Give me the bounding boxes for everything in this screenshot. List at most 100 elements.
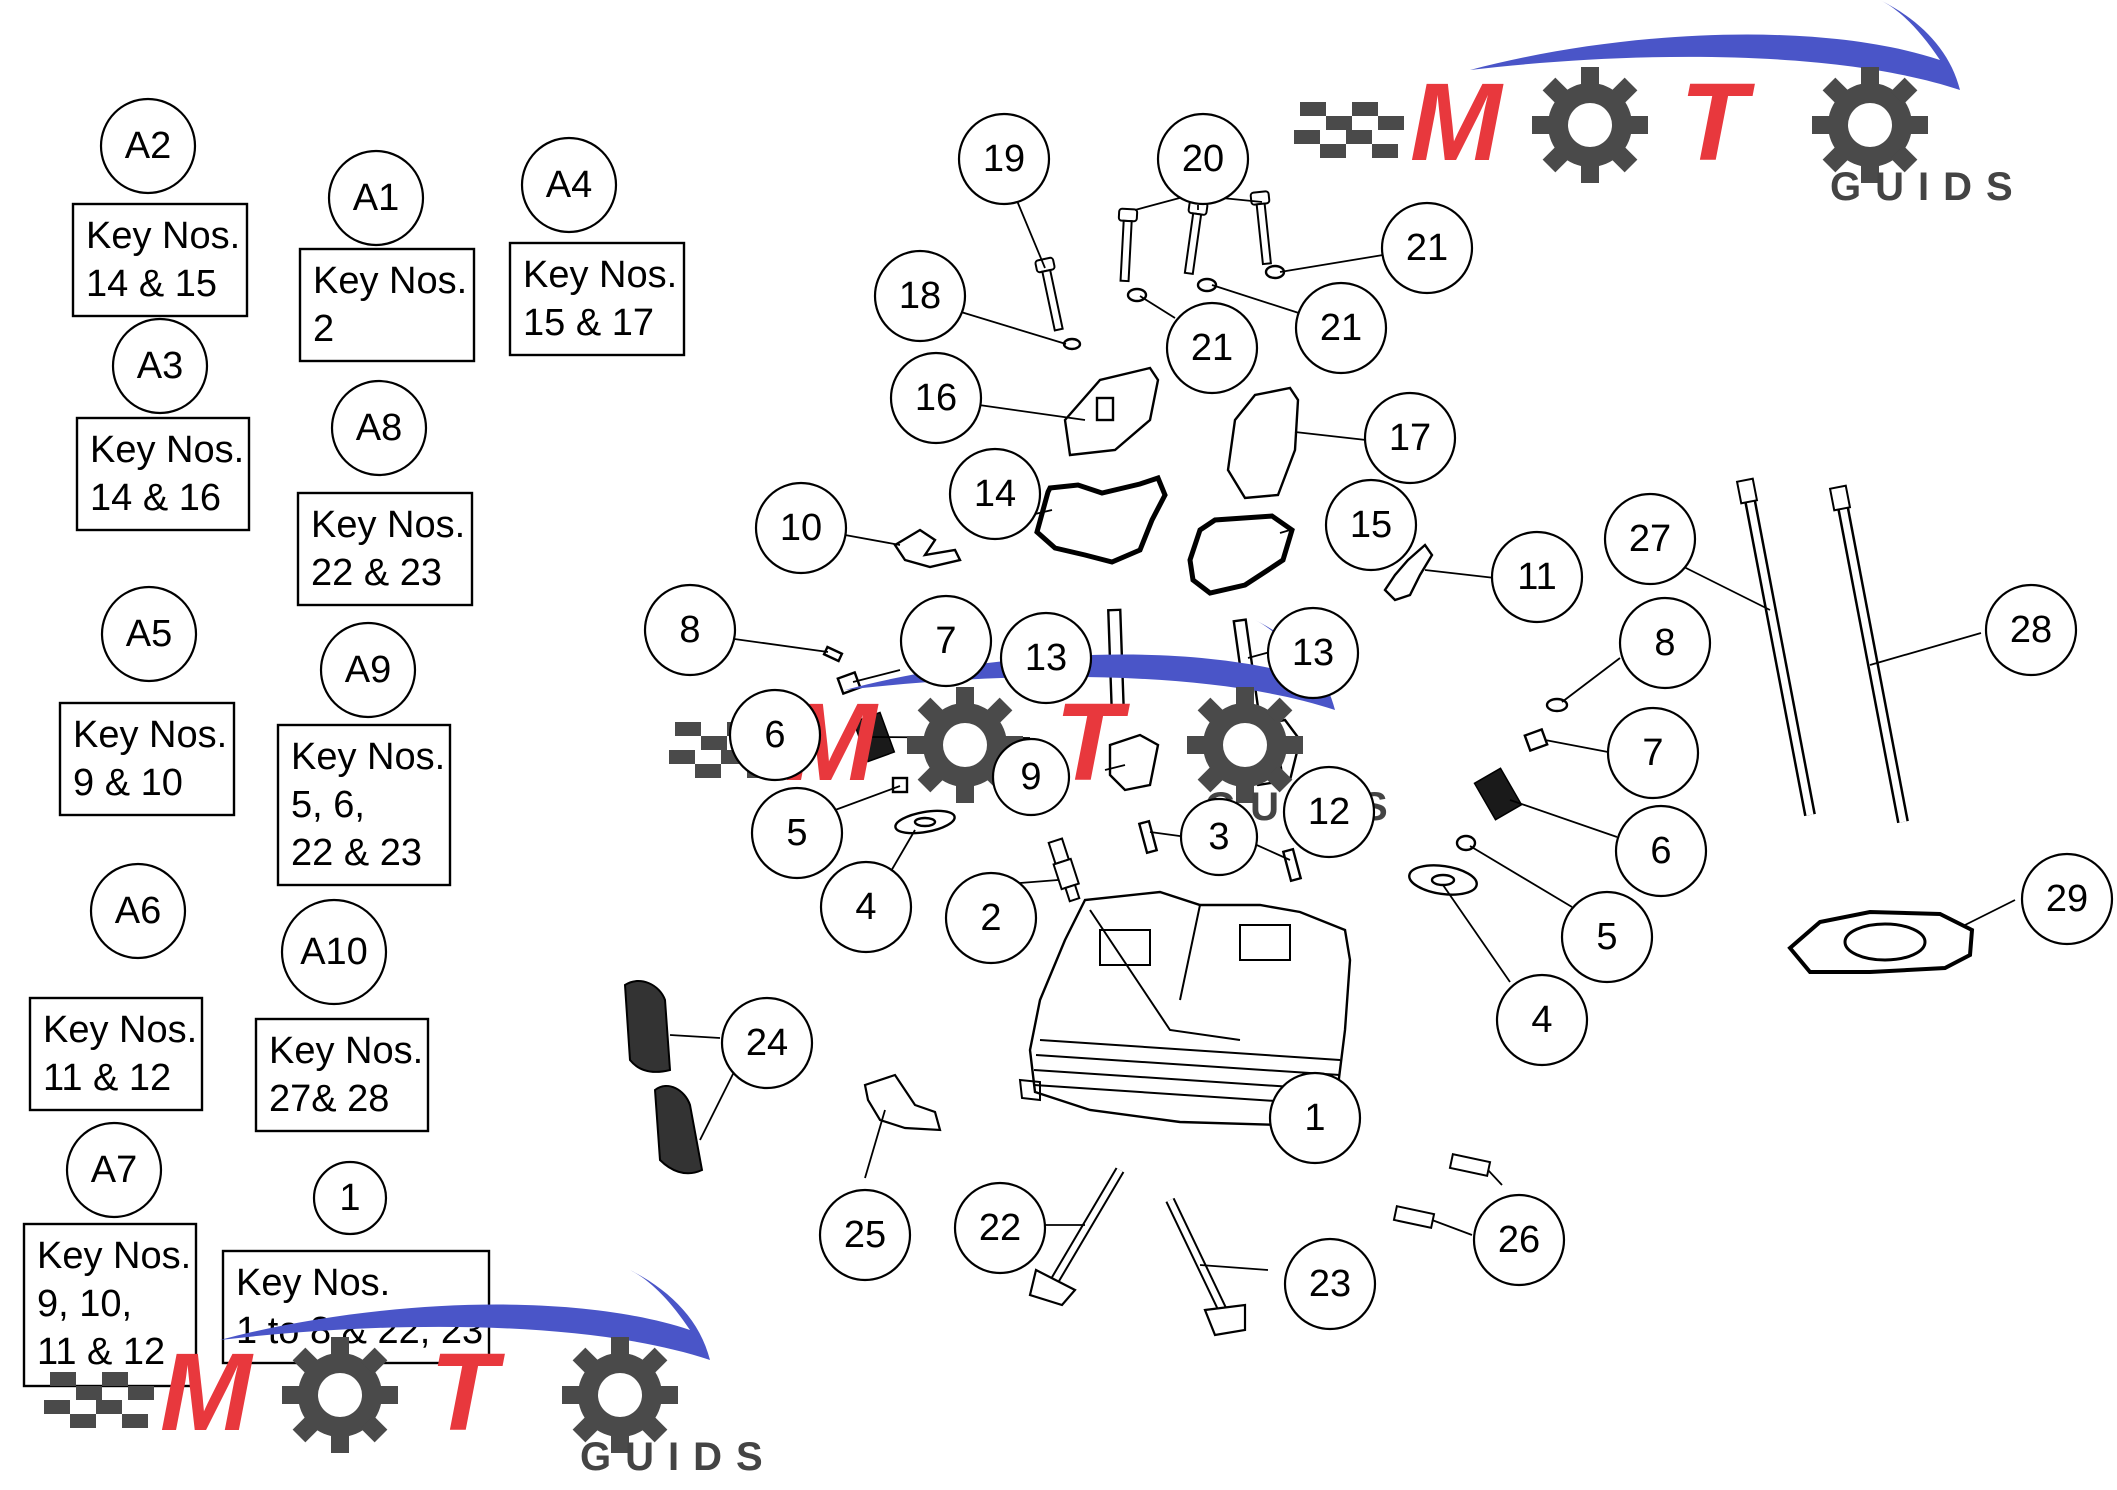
kit-a4: A4 Key Nos. 15 & 17 — [508, 136, 686, 357]
kit-line: Key Nos. — [523, 254, 677, 296]
kit-line: 9, 10, — [37, 1283, 132, 1325]
svg-text:21: 21 — [1320, 307, 1362, 349]
svg-text:19: 19 — [983, 138, 1025, 180]
kit-line: 11 & 12 — [37, 1331, 165, 1373]
watermark-letter: M — [160, 1331, 254, 1454]
part-5-seal — [891, 776, 909, 794]
kit-a2: A2 Key Nos. 14 & 15 — [71, 97, 249, 318]
part-3-dowel — [1281, 847, 1303, 883]
part-9-bracket — [1108, 733, 1160, 792]
kit-id: A5 — [126, 613, 172, 655]
kit-id: A10 — [300, 931, 368, 973]
svg-text:29: 29 — [2046, 878, 2088, 920]
callout-9: 9 — [991, 737, 1071, 817]
kit-a7: A7 Key Nos. 9, 10, 11 & 12 — [22, 1121, 198, 1388]
svg-text:26: 26 — [1498, 1219, 1540, 1261]
kit-id: A1 — [353, 177, 399, 219]
callout-2: 2 — [944, 871, 1038, 965]
part-8-keeper — [822, 645, 844, 663]
part-4-washer-hole — [1430, 873, 1456, 887]
svg-text:7: 7 — [935, 620, 956, 662]
part-11-rocker — [1383, 543, 1434, 602]
svg-text:10: 10 — [780, 507, 822, 549]
part-4-washer-hole — [913, 816, 937, 828]
kit-line: Key Nos. — [37, 1235, 191, 1277]
svg-text:4: 4 — [1531, 999, 1552, 1041]
svg-text:5: 5 — [1596, 916, 1617, 958]
svg-text:5: 5 — [786, 812, 807, 854]
svg-text:3: 3 — [1208, 816, 1229, 858]
svg-text:22: 22 — [979, 1207, 1021, 1249]
kit-line: 2 — [313, 308, 334, 350]
kit-id: A4 — [546, 164, 592, 206]
kit-line: 22 & 23 — [291, 832, 422, 874]
part-15-gasket — [1187, 513, 1295, 596]
kit-line: Key Nos. — [313, 260, 467, 302]
callout-21: 21 — [1380, 201, 1474, 295]
watermark-letter: T — [1680, 61, 1755, 184]
svg-text:1: 1 — [1304, 1097, 1325, 1139]
watermark-letter: M — [1410, 61, 1504, 184]
part-14-gasket — [1034, 474, 1168, 565]
kit-id: A2 — [125, 125, 171, 167]
callout-6: 6 — [1614, 804, 1708, 898]
callout-16: 16 — [889, 351, 983, 445]
svg-text:14: 14 — [974, 473, 1016, 515]
kit-a10: A10 Key Nos. 27& 28 — [254, 898, 430, 1133]
kit-line: Key Nos. — [269, 1030, 423, 1072]
callout-13: 13 — [1266, 606, 1360, 700]
callout-22: 22 — [953, 1181, 1047, 1275]
callout-20: 20 — [1156, 112, 1250, 206]
part-3-dowel — [1137, 819, 1159, 855]
part-18-washer — [1062, 337, 1082, 351]
kit-line: Key Nos. — [291, 736, 445, 778]
callout-4: 4 — [819, 860, 913, 954]
callout-8: 8 — [1618, 596, 1712, 690]
part-22-valve — [1028, 1167, 1125, 1307]
kit-id: A8 — [356, 407, 402, 449]
kit-line: 11 & 12 — [43, 1057, 171, 1099]
svg-text:27: 27 — [1629, 518, 1671, 560]
svg-text:9: 9 — [1020, 756, 1041, 798]
kit-line: 22 & 23 — [311, 552, 442, 594]
kit-line: Key Nos. — [236, 1262, 390, 1304]
callout-23: 23 — [1283, 1237, 1377, 1331]
callout-7: 7 — [899, 594, 993, 688]
watermark-sub: GUIDS — [580, 1435, 777, 1479]
callouts: 19 20 21 21 21 18 16 17 14 15 10 11 8 7 … — [643, 112, 2114, 1331]
callout-21: 21 — [1294, 281, 1388, 375]
callout-4: 4 — [1495, 973, 1589, 1067]
kit-list: A2 Key Nos. 14 & 15 A1 Key Nos. 2 A4 Key… — [22, 97, 686, 1388]
part-6-spring — [1473, 767, 1523, 821]
svg-text:8: 8 — [679, 609, 700, 651]
part-19-bolt — [1033, 256, 1069, 333]
part-17-cover — [1226, 386, 1300, 500]
kit-id: A9 — [345, 649, 391, 691]
callout-5: 5 — [750, 786, 844, 880]
svg-text:7: 7 — [1642, 732, 1663, 774]
svg-text:2: 2 — [980, 897, 1001, 939]
part-1-cylinder-head — [1018, 890, 1352, 1127]
svg-text:15: 15 — [1350, 504, 1392, 546]
callout-17: 17 — [1363, 391, 1457, 485]
svg-text:20: 20 — [1182, 138, 1224, 180]
kit-line: Key Nos. — [86, 215, 240, 257]
callout-6: 6 — [728, 688, 822, 782]
watermark-logo-bottom: M T GUIDS — [44, 1270, 777, 1479]
part-21-washer — [1126, 287, 1148, 303]
svg-text:28: 28 — [2010, 609, 2052, 651]
callout-19: 19 — [957, 112, 1051, 206]
kit-line: Key Nos. — [43, 1009, 197, 1051]
kit-a3: A3 Key Nos. 14 & 16 — [75, 317, 251, 532]
part-24-cotters — [623, 980, 704, 1175]
kit-line: 5, 6, — [291, 784, 365, 826]
part-2-spark-plug — [1047, 837, 1081, 903]
part-25-clips — [863, 1073, 942, 1132]
svg-text:18: 18 — [899, 275, 941, 317]
part-26-fittings — [1392, 1153, 1492, 1229]
kit-id: A7 — [91, 1149, 137, 1191]
kit-id: 1 — [339, 1177, 360, 1219]
svg-text:25: 25 — [844, 1214, 886, 1256]
kit-a1: A1 Key Nos. 2 — [298, 149, 476, 363]
